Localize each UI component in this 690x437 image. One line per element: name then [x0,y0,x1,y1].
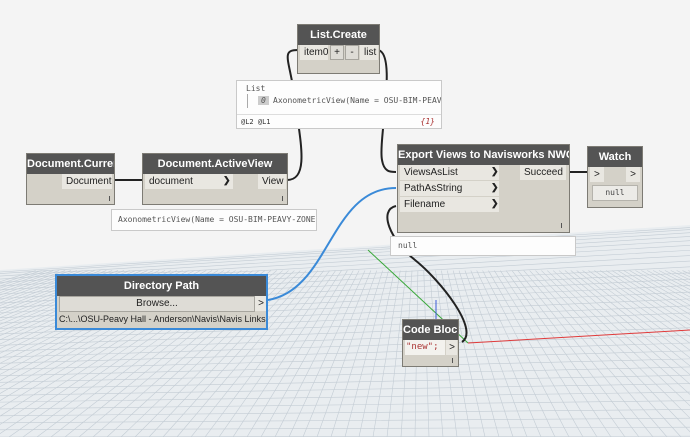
succeed-output-port[interactable]: Succeed [520,165,566,180]
wire-directory-to-export[interactable] [267,187,397,301]
code-block-title: Code Block [403,320,458,340]
document-current-title: Document.Current [27,154,114,174]
export-views-corner-mark [561,223,562,228]
chevron-right-icon: ❯ [491,166,499,176]
document-activeview-title: Document.ActiveView [143,154,287,174]
code-block-corner-mark [452,358,453,363]
chevron-right-icon: ❯ [491,182,499,192]
list-preview-tree-line [247,94,248,108]
code-block-editor[interactable]: "new"; [405,340,445,355]
browse-button[interactable]: Browse... [59,296,255,312]
list-preview-levels: @L2 @L1 [241,118,271,126]
watch-value: null [605,188,625,197]
export-views-node[interactable]: Export Views to Navisworks NWC ViewsAsLi… [397,144,570,233]
document-current-node[interactable]: Document.Current Document [26,153,115,205]
export-preview-text: null [398,241,418,250]
code-block-output-port[interactable]: > [446,340,457,355]
wire-code-to-export[interactable] [386,205,468,343]
list-preview-item: AxonometricView(Name = OSU-BIM-PEAVY [273,96,442,105]
activeview-preview-bubble[interactable]: AxonometricView(Name = OSU-BIM-PEAVY-ZON… [111,209,317,231]
watch-value-box: null [592,185,638,201]
activeview-preview-text: AxonometricView(Name = OSU-BIM-PEAVY-ZON… [118,215,317,224]
list-preview-index: 0 [258,96,269,105]
ground-grid [0,225,690,437]
chevron-right-icon: ❯ [491,198,499,208]
add-input-button[interactable]: + [330,45,344,60]
document-output-port[interactable]: Document [62,174,112,189]
path-as-string-input-port[interactable]: PathAsString [400,181,499,196]
directory-path-title: Directory Path [57,276,266,296]
list-create-title: List.Create [298,25,379,45]
list-output-port[interactable]: list [360,45,378,60]
watch-output-port[interactable]: > [626,167,640,182]
directory-path-value: C:\...\OSU-Peavy Hall - Anderson\Navis\N… [59,314,266,324]
view-output-port[interactable]: View [258,174,286,189]
chevron-right-icon: ❯ [223,175,231,185]
watch-input-port[interactable]: > [590,167,604,182]
watch-title: Watch [588,147,642,167]
views-as-list-input-port[interactable]: ViewsAsList [400,165,499,180]
code-block-code: "new"; [406,342,439,352]
export-views-title: Export Views to Navisworks NWC [398,145,569,165]
list-preview-bubble[interactable]: List 0 AxonometricView(Name = OSU-BIM-PE… [236,80,442,129]
list-preview-header: List [246,84,266,93]
document-activeview-node[interactable]: Document.ActiveView document ❯ View [142,153,288,205]
document-current-corner-mark [109,196,110,201]
directory-path-node[interactable]: Directory Path Browse... > C:\...\OSU-Pe… [55,274,268,330]
filename-input-port[interactable]: Filename [400,197,499,212]
directory-output-port[interactable]: > [255,296,266,311]
item0-input-port[interactable]: item0 [300,45,328,60]
axis-x [467,329,690,344]
remove-input-button[interactable]: - [345,45,359,60]
watch-node[interactable]: Watch > > null [587,146,643,208]
list-preview-count: {1} [420,117,435,126]
document-activeview-corner-mark [282,196,283,201]
export-preview-bubble[interactable]: null [390,236,576,256]
wire-list-to-export[interactable] [376,49,397,173]
list-create-node[interactable]: List.Create item0 + - list [297,24,380,74]
list-preview-divider [237,114,441,115]
code-block-node[interactable]: Code Block "new"; > [402,319,459,367]
document-input-port[interactable]: document [145,174,233,189]
